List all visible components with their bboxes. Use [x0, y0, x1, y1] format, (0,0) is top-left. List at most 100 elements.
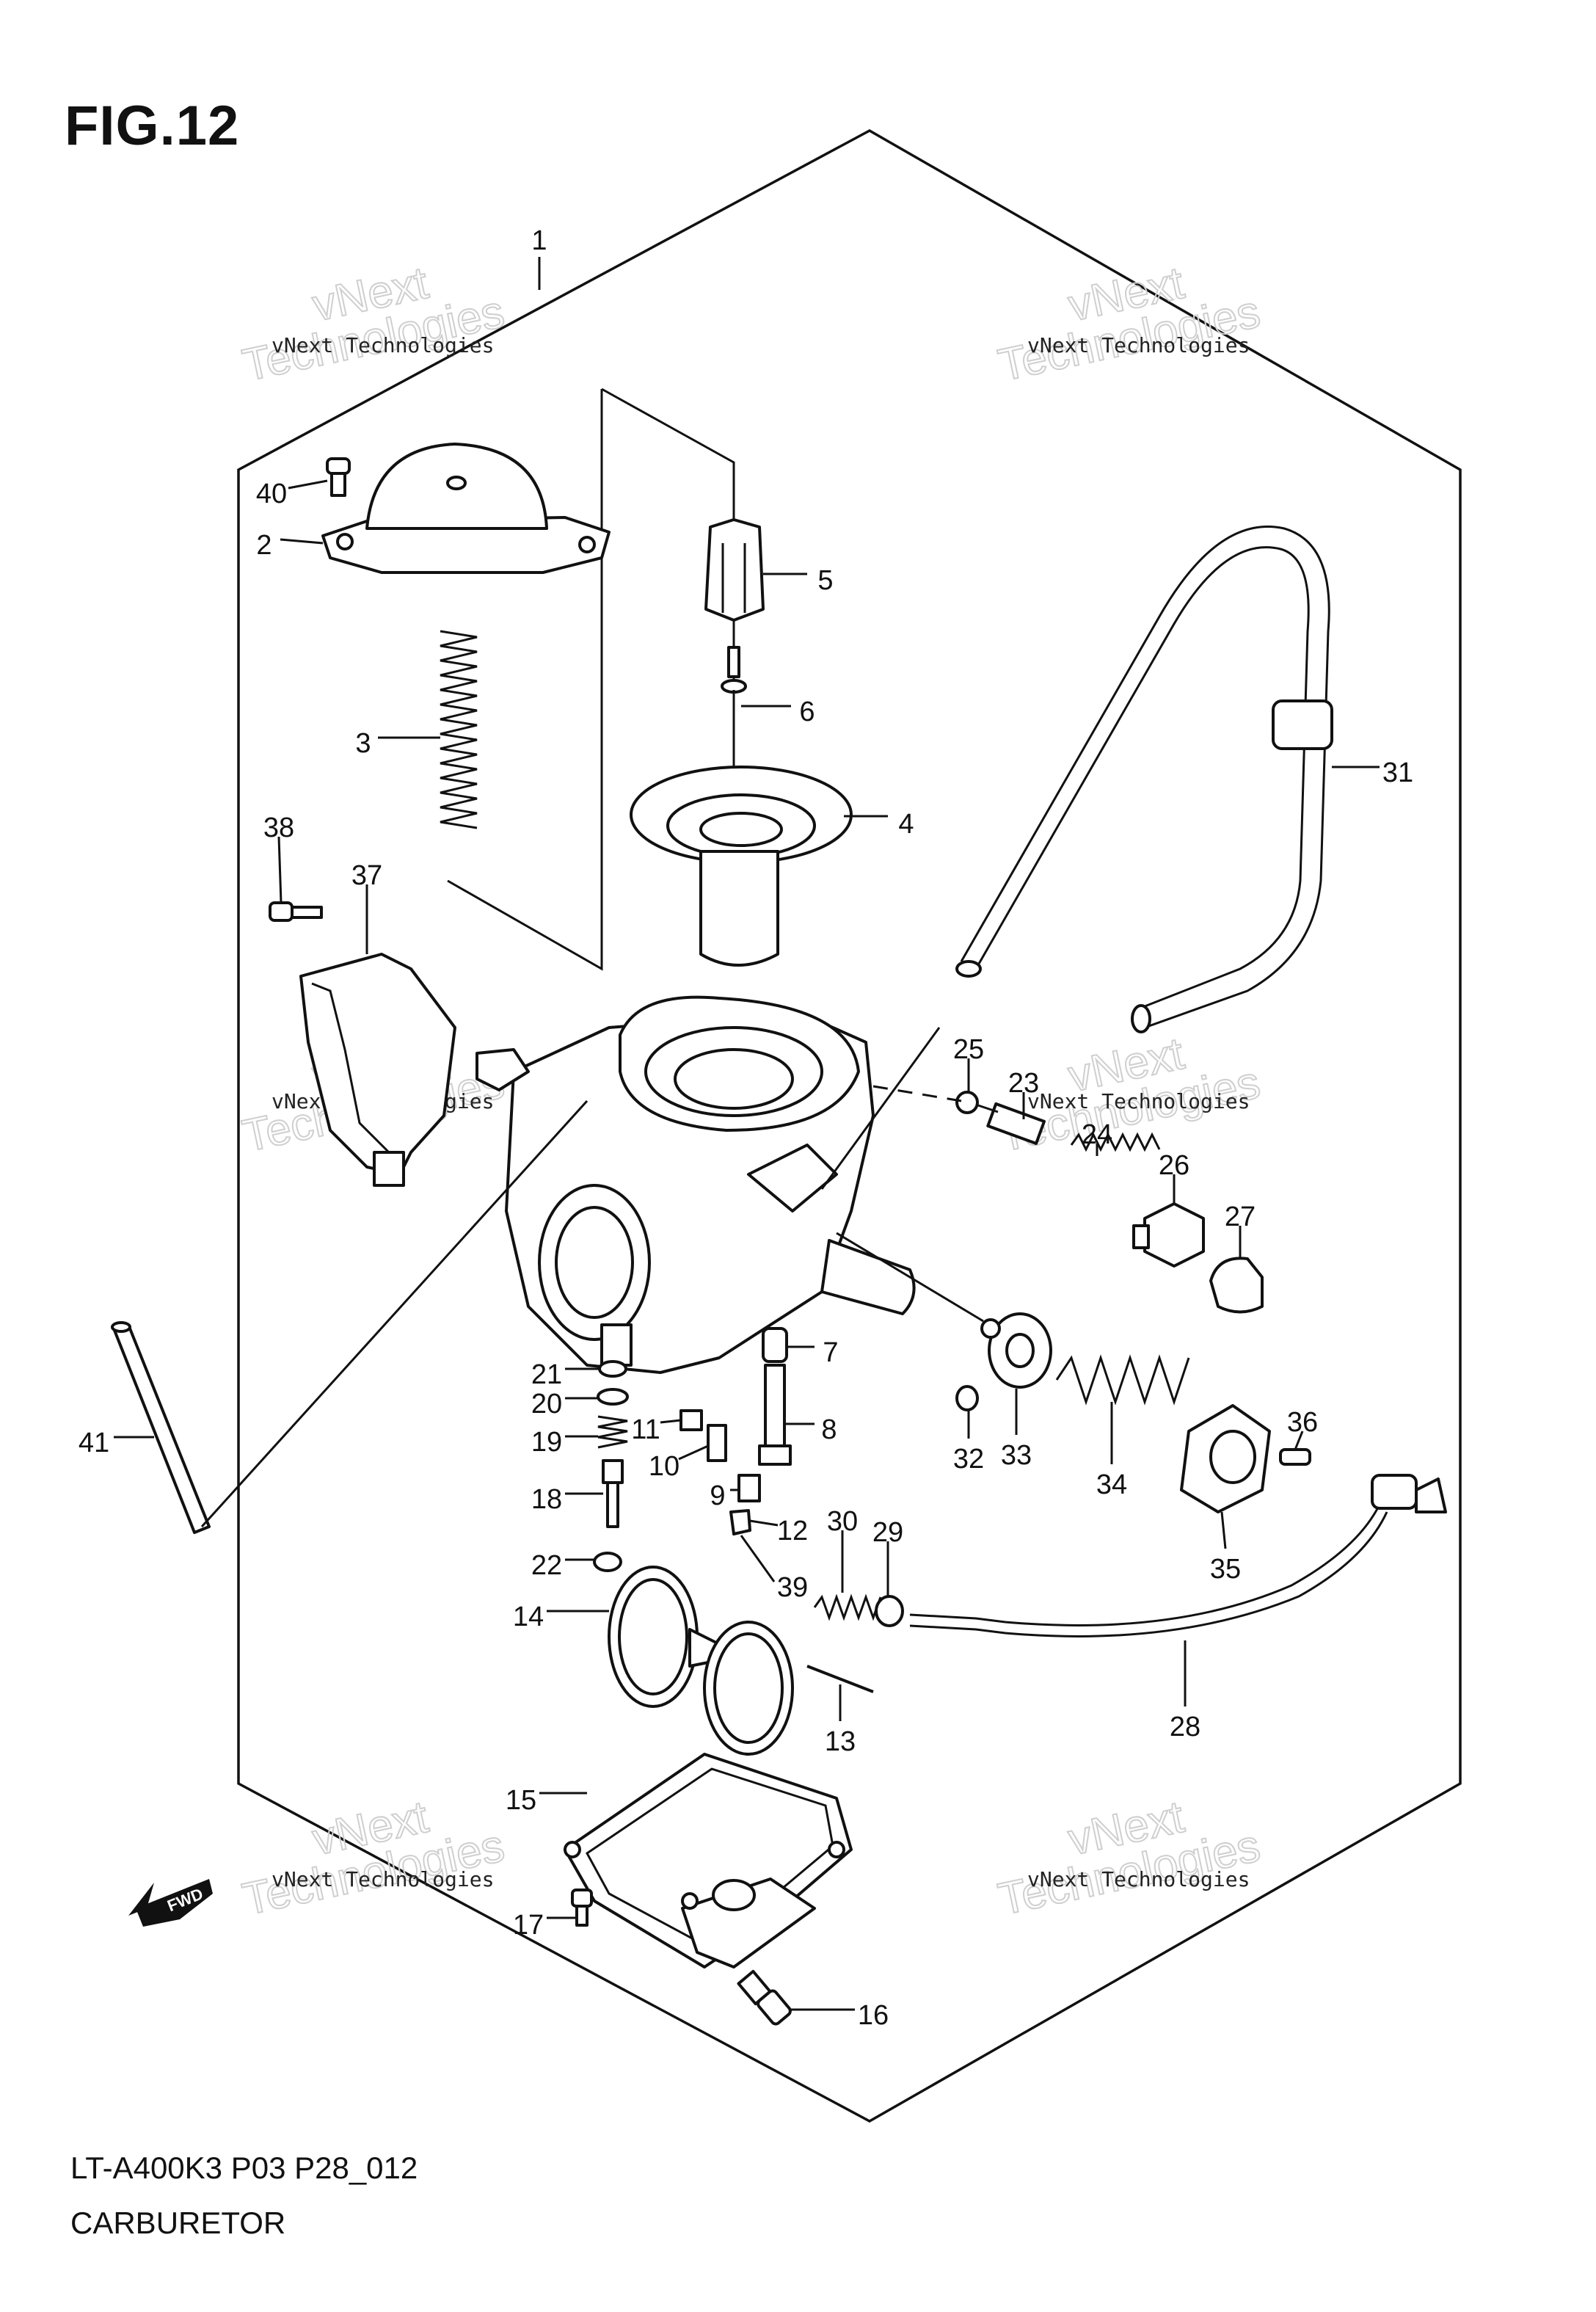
part-diaphragm-piston	[630, 766, 853, 967]
callout-leader-11	[660, 1419, 682, 1424]
callout-12: 12	[777, 1516, 808, 1546]
callout-25: 25	[953, 1034, 984, 1065]
callout-34: 34	[1096, 1469, 1127, 1500]
part-fitting-26	[1132, 1202, 1205, 1268]
callout-leader-38	[277, 836, 283, 904]
part-hose	[955, 526, 1333, 1033]
callout-40: 40	[256, 479, 287, 509]
callout-24: 24	[1082, 1119, 1112, 1150]
callout-35: 35	[1210, 1554, 1241, 1585]
part-o-ring-25	[955, 1091, 979, 1114]
part-jet-9	[737, 1474, 761, 1502]
callout-9: 9	[710, 1480, 725, 1511]
callout-leader-35	[1220, 1511, 1227, 1549]
callout-33: 33	[1001, 1440, 1032, 1471]
part-needle-jet-8	[758, 1364, 792, 1466]
part-top-cover	[321, 443, 611, 574]
callout-36: 36	[1287, 1407, 1318, 1438]
part-pump-spring	[1055, 1354, 1190, 1406]
part-float-pin	[806, 1665, 874, 1693]
callout-7: 7	[823, 1337, 838, 1368]
part-spring-19	[597, 1415, 628, 1449]
callout-41: 41	[79, 1428, 109, 1458]
part-needle-holder	[704, 518, 765, 622]
callout-15: 15	[506, 1785, 536, 1816]
callout-leader-40	[288, 479, 328, 490]
assembly-boundary	[237, 128, 1462, 2123]
part-washer-20	[597, 1388, 629, 1406]
assembly-guide-line	[601, 388, 735, 734]
part-screw-16	[737, 1969, 792, 2026]
part-throttle-cable	[909, 1474, 1447, 1637]
callout-20: 20	[531, 1389, 562, 1419]
part-screw-17	[571, 1889, 593, 1927]
callout-leader-39	[740, 1535, 776, 1582]
part-screw-18	[602, 1459, 624, 1528]
callout-2: 2	[256, 530, 272, 561]
watermark-small: vNext Technologies	[1027, 333, 1250, 357]
part-jet-12	[729, 1509, 751, 1535]
part-o-ring-22	[593, 1552, 622, 1572]
callout-21: 21	[531, 1359, 562, 1390]
callout-1: 1	[531, 225, 547, 256]
diagram-name: CARBURETOR	[70, 2206, 286, 2240]
callout-14: 14	[513, 1602, 544, 1632]
callout-leader-12	[749, 1519, 779, 1527]
callout-leader-2	[280, 538, 324, 545]
part-bracket	[299, 953, 456, 1187]
part-jet-11	[679, 1409, 703, 1431]
part-washer-29	[875, 1595, 904, 1627]
watermark-group: Technologies vNext vNext Technologies Te…	[238, 257, 1265, 1926]
watermark-small: vNext Technologies	[272, 1867, 494, 1891]
callout-38: 38	[263, 813, 294, 843]
callout-23: 23	[1008, 1068, 1039, 1099]
callout-17: 17	[513, 1910, 544, 1941]
callout-8: 8	[821, 1414, 837, 1445]
callout-leader-36	[1294, 1431, 1304, 1450]
callout-leader-10	[678, 1444, 709, 1461]
callout-5: 5	[817, 565, 833, 596]
figure-title: FIG.12	[65, 95, 240, 157]
callout-3: 3	[355, 728, 371, 759]
part-pump-diaphragm	[980, 1312, 1052, 1389]
assembly-guide-line	[447, 389, 603, 971]
callout-31: 31	[1382, 757, 1413, 788]
callout-27: 27	[1225, 1202, 1256, 1232]
part-pilot-screw	[975, 1102, 1046, 1145]
part-pump-screw	[1279, 1448, 1311, 1466]
guide-line	[200, 1099, 589, 1528]
part-float-bowl	[564, 1753, 853, 1969]
part-pilot-spring	[1070, 1132, 1161, 1152]
part-cap-27	[1209, 1257, 1264, 1314]
guide-line	[836, 1232, 984, 1323]
callout-37: 37	[351, 860, 382, 891]
watermark-small: vNext Technologies	[1027, 1867, 1250, 1891]
callout-4: 4	[898, 809, 914, 840]
part-jet-10	[707, 1424, 727, 1462]
forward-arrow: FWD	[128, 1879, 213, 1927]
callout-32: 32	[953, 1444, 984, 1475]
callout-6: 6	[799, 697, 815, 727]
part-float	[608, 1566, 794, 1756]
part-pump-cover	[1180, 1404, 1271, 1513]
part-needle-jet-7	[762, 1327, 788, 1363]
callout-13: 13	[825, 1726, 856, 1757]
callout-19: 19	[531, 1427, 562, 1458]
part-carburetor-body	[475, 995, 916, 1374]
callout-10: 10	[649, 1451, 679, 1482]
part-spring-30	[813, 1593, 882, 1621]
part-cover-screw	[326, 457, 351, 497]
callout-11: 11	[631, 1414, 660, 1445]
callout-39: 39	[777, 1572, 808, 1603]
callout-29: 29	[872, 1517, 903, 1548]
part-o-ring-32	[955, 1385, 979, 1411]
callout-16: 16	[858, 2000, 889, 2031]
callout-26: 26	[1159, 1150, 1189, 1181]
callout-28: 28	[1170, 1712, 1200, 1742]
part-bracket-screw	[269, 901, 323, 922]
part-o-ring-21	[598, 1360, 627, 1378]
guide-line	[820, 1027, 941, 1190]
watermark-small: vNext Technologies	[1027, 1089, 1250, 1113]
callout-18: 18	[531, 1484, 562, 1515]
